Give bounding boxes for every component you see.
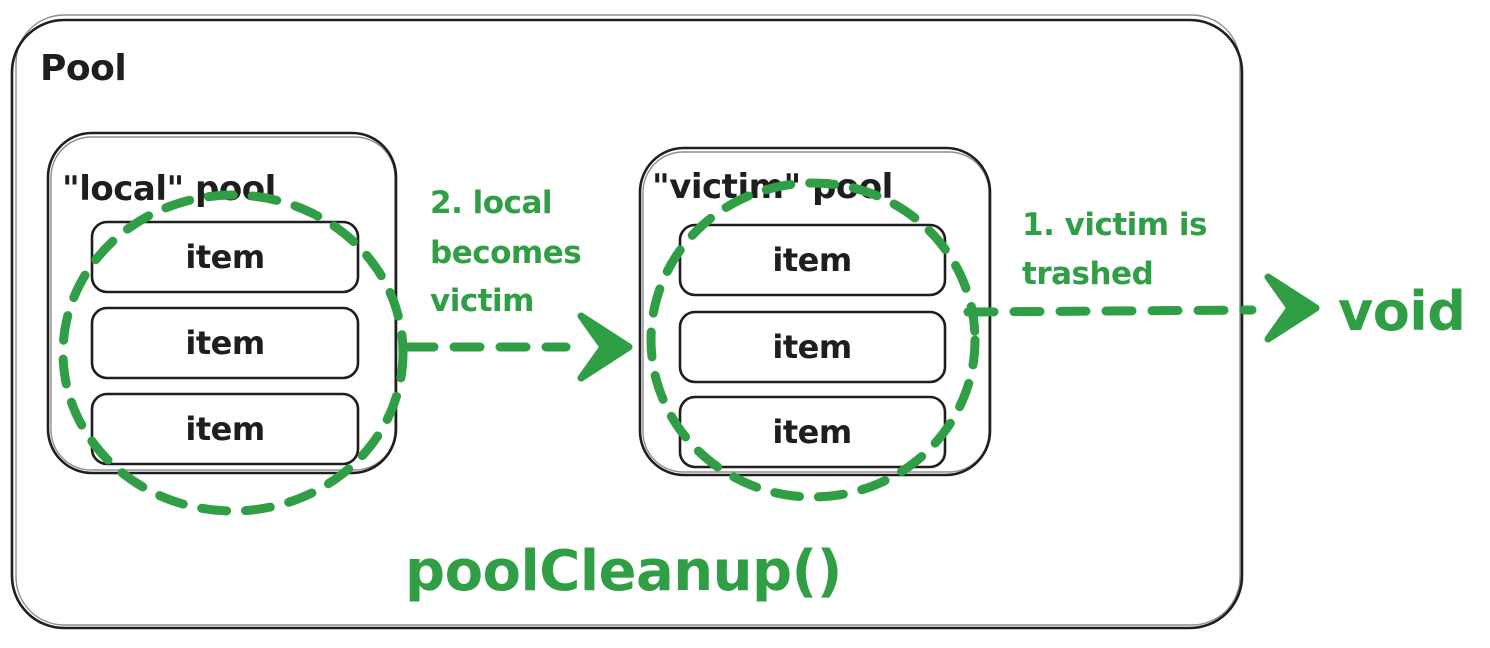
arrow-victim-to-void [963, 273, 1320, 343]
pool-cleanup-label: poolCleanup() [405, 539, 842, 604]
local-pool-box: "local" pool item item item [46, 131, 398, 475]
step1-line-1: 1. victim is [1022, 207, 1207, 243]
local-item-2: item [90, 306, 360, 380]
victim-item-2: item [678, 310, 947, 384]
local-selection-ellipse [58, 190, 408, 516]
arrow-local-to-victim-head [577, 312, 633, 382]
pool-box: Pool [10, 14, 1244, 630]
step2-annotation: 2. local becomes victim [430, 185, 582, 319]
victim-item-2-label: item [772, 328, 851, 366]
victim-item-3: item [678, 395, 947, 469]
victim-item-2-outline [678, 310, 947, 384]
arrow-local-to-victim [403, 312, 633, 382]
local-item-1-outline [90, 220, 360, 294]
victim-item-1-label: item [772, 241, 851, 279]
arrow-victim-to-void-line [963, 305, 1257, 317]
local-item-1-label: item [185, 238, 264, 276]
arrow-victim-to-void-head [1264, 273, 1320, 343]
local-item-3: item [90, 392, 360, 466]
victim-item-1-outline [678, 223, 947, 297]
local-item-3-label: item [185, 410, 264, 448]
pool-label: Pool [40, 48, 126, 89]
victim-item-3-label: item [772, 413, 851, 451]
local-item-2-outline [90, 306, 360, 380]
local-item-3-outline [90, 392, 360, 466]
step1-annotation: 1. victim is trashed [1022, 207, 1207, 292]
pool-box-outline-sketch [15, 14, 1241, 626]
step2-line-2: becomes [430, 235, 581, 271]
local-item-2-label: item [185, 324, 264, 362]
step1-line-2: trashed [1022, 256, 1153, 292]
step2-line-3: victim [430, 283, 534, 319]
victim-pool-box: "victim" pool item item item [638, 146, 992, 477]
void-label: void [1338, 280, 1465, 343]
step2-line-1: 2. local [430, 185, 552, 221]
victim-selection-ellipse [646, 178, 980, 502]
victim-item-1: item [678, 223, 947, 297]
local-item-1: item [90, 220, 360, 294]
pool-box-outline [10, 18, 1244, 630]
